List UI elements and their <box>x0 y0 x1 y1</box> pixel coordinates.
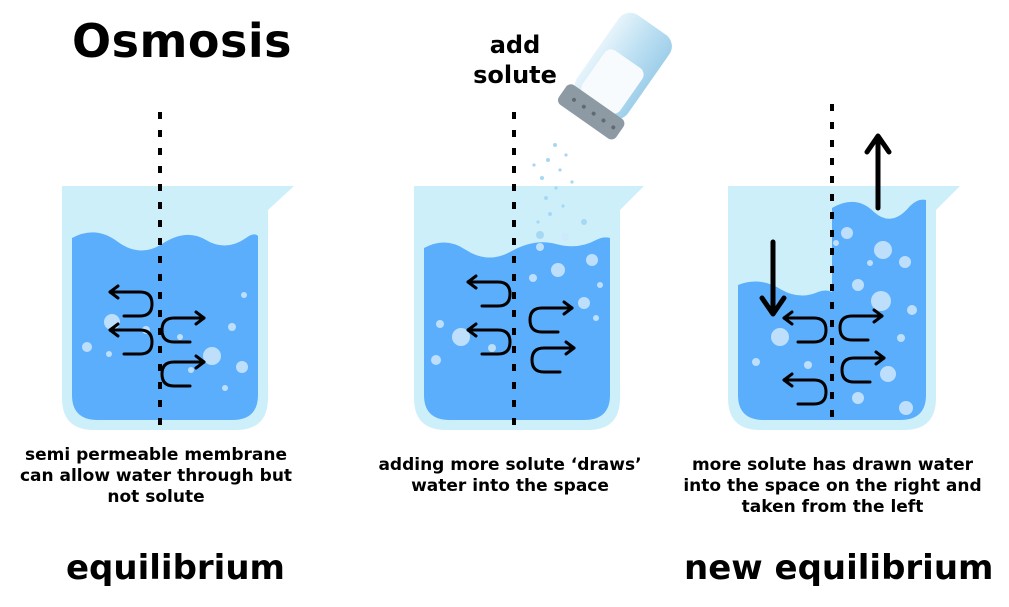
salt-shaker-icon <box>556 5 681 142</box>
caption-beaker-2: adding more solute ‘draws’ water into th… <box>360 455 660 497</box>
state-label-new-equilibrium: new equilibrium <box>684 548 993 588</box>
caption-beaker-3: more solute has drawn water into the spa… <box>680 455 985 518</box>
beaker-2 <box>414 5 681 430</box>
caption-beaker-1: semi permeable membrane can allow water … <box>10 445 302 508</box>
state-label-equilibrium: equilibrium <box>66 548 285 588</box>
beaker-3 <box>728 104 960 430</box>
beaker-1 <box>62 112 294 430</box>
water-body <box>424 237 610 420</box>
